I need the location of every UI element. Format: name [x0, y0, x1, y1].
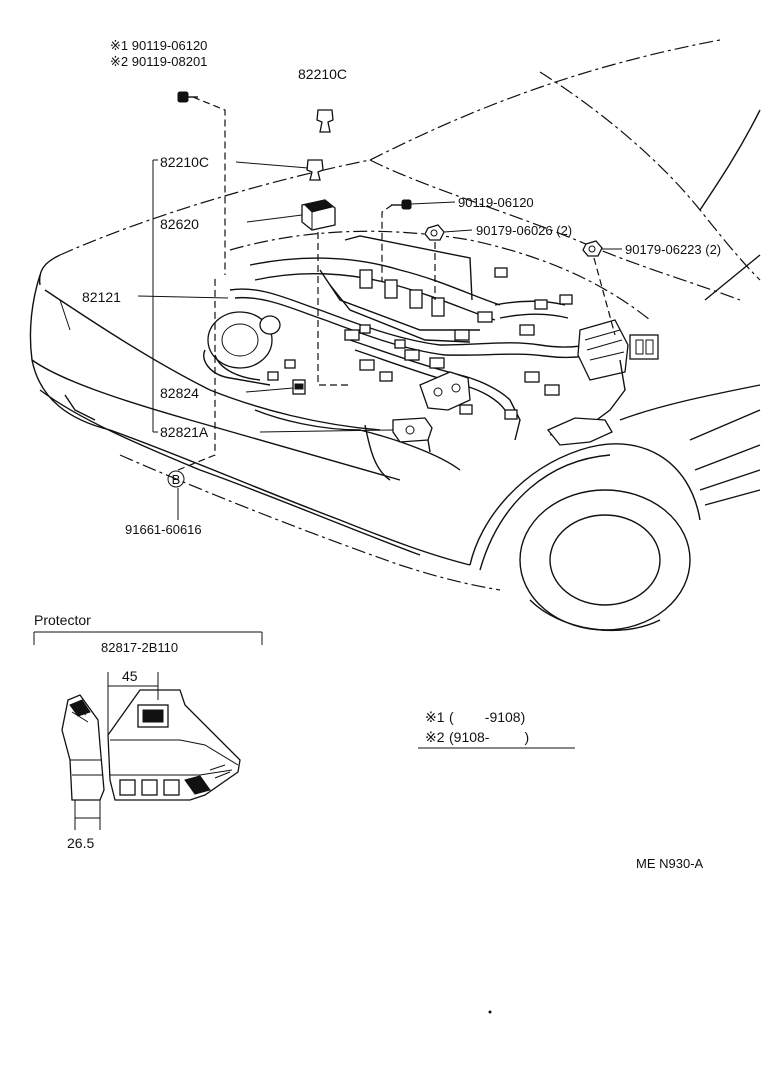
label-rivet: 91661-60616	[125, 522, 202, 537]
clip-icon-top	[316, 109, 334, 133]
legend-line1-mark: ※1	[425, 709, 445, 725]
variant-legend: ※1 ( -9108) ※2 (9108- )	[418, 709, 575, 749]
engine-harness-assembly	[203, 235, 659, 446]
label-relay-block: 82620	[160, 216, 199, 232]
clip-icon-mid	[306, 159, 324, 181]
legend-line2-mark: ※2	[425, 729, 445, 745]
nut-icon-2	[582, 240, 603, 257]
diagram-code: ME N930-A	[636, 856, 704, 871]
protector-part-number: 82817-2B110	[101, 640, 178, 655]
dim-width: 45	[122, 668, 138, 684]
label-nut-right-1: 90179-06026 (2)	[476, 223, 572, 238]
protector-detail: Protector 82817-2B110 26.5 45	[33, 612, 263, 851]
label-bolt-variant-1: ※1 90119-06120	[110, 38, 207, 53]
leader-bolt-right	[381, 204, 393, 282]
bolt-icon	[177, 91, 198, 103]
label-bolt-right: 90119-06120	[458, 195, 534, 210]
nut-icon-1	[424, 224, 445, 241]
legend-line1-range: ( -9108)	[449, 709, 525, 725]
leader-lines	[137, 159, 622, 520]
label-connector-bracket: 82824	[160, 385, 199, 401]
leader-relay	[317, 232, 348, 386]
leader-nut-2	[593, 257, 616, 336]
relay-block-icon	[301, 199, 336, 231]
bolt-icon-right	[391, 199, 412, 210]
label-bolt-variant-2: ※2 90119-08201	[110, 54, 207, 69]
label-harness: 82121	[82, 289, 121, 305]
leader-bolt-left	[192, 96, 226, 275]
clamp-icon	[392, 417, 433, 453]
protector-title: Protector	[34, 612, 91, 628]
svg-text:B: B	[172, 472, 181, 487]
legend-line2-range: (9108- )	[449, 729, 529, 745]
connector-bracket-icon	[292, 379, 306, 395]
ref-marker-b: B	[167, 470, 185, 488]
label-top-clip: 82210C	[298, 66, 347, 82]
label-clamp: 82821A	[160, 424, 209, 440]
dim-depth: 26.5	[67, 835, 94, 851]
label-left-clip: 82210C	[160, 154, 209, 170]
callout-labels: ※1 90119-06120 ※2 90119-08201 82210C 822…	[82, 38, 721, 537]
label-nut-right-2: 90179-06223 (2)	[625, 242, 721, 257]
